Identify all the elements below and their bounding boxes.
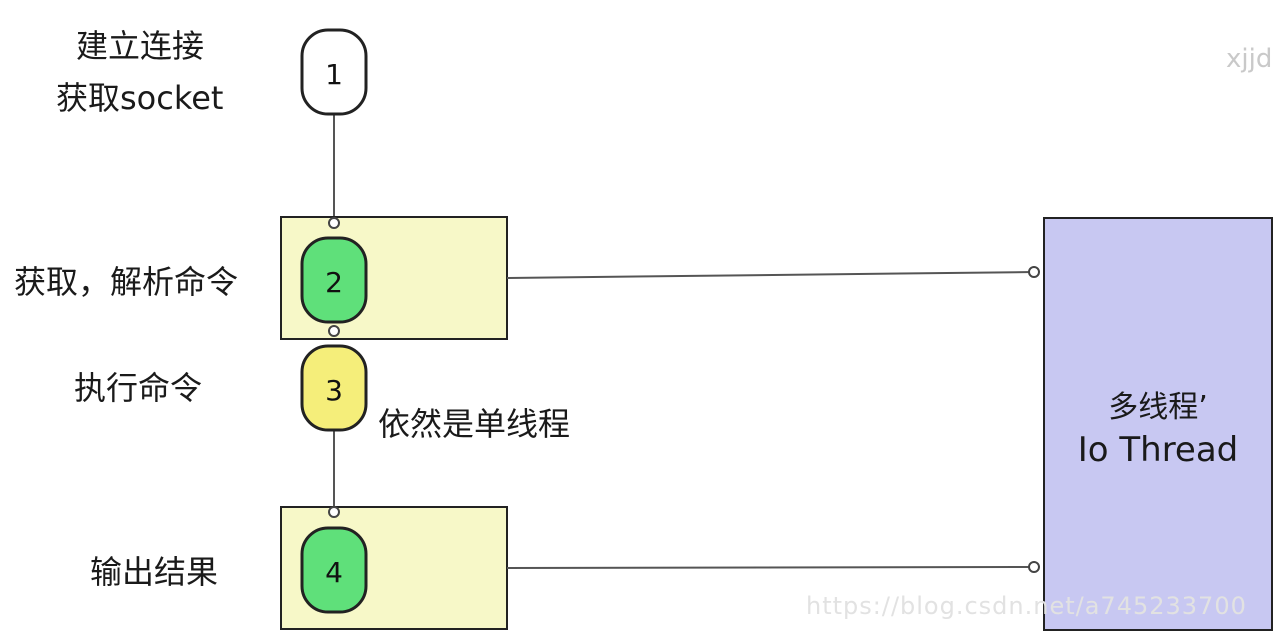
io-thread-box <box>1043 217 1273 631</box>
footer-watermark: https://blog.csdn.net/a745233700 <box>806 592 1247 620</box>
port-io-top <box>1028 266 1040 278</box>
node-1 <box>300 28 368 116</box>
step-4-label: 输出结果 <box>90 553 219 591</box>
node-2 <box>300 236 368 324</box>
io-thread-line2: Io Thread <box>1077 430 1239 470</box>
node-4 <box>300 526 368 614</box>
node-3-number: 3 <box>325 374 343 407</box>
port-step2-top <box>328 217 340 229</box>
port-io-bottom <box>1028 561 1040 573</box>
connector-parse-io <box>506 271 1035 279</box>
port-step2-bottom <box>328 325 340 337</box>
step-3-label: 执行命令 <box>74 369 203 407</box>
node-3 <box>300 344 368 432</box>
node-4-number: 4 <box>325 556 343 589</box>
step-1-label-line2: 获取socket <box>56 79 224 117</box>
single-thread-note: 依然是单线程 <box>378 405 571 443</box>
corner-watermark: xjjd <box>1226 44 1273 74</box>
step-1-label-line1: 建立连接 <box>76 27 205 65</box>
connector-output-io <box>506 566 1035 569</box>
io-thread-line1: 多线程’ <box>1108 390 1208 425</box>
port-step4-top <box>328 506 340 518</box>
node-2-number: 2 <box>325 266 343 299</box>
node-1-number: 1 <box>325 58 343 91</box>
step-2-label: 获取，解析命令 <box>14 263 239 301</box>
